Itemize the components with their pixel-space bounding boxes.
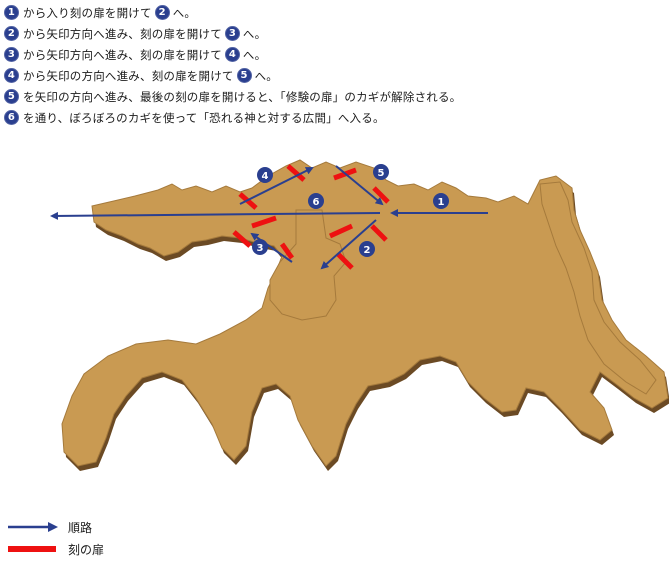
map-floor — [61, 159, 669, 467]
svg-text:5: 5 — [378, 168, 385, 179]
map-markers: 1 2 3 4 5 6 — [252, 164, 449, 257]
route-arrow-2 — [320, 219, 377, 270]
step-number-badge: 2 — [4, 26, 19, 41]
svg-text:6: 6 — [313, 197, 320, 208]
map-marker-1: 1 — [433, 193, 449, 209]
map-marker-3: 3 — [252, 239, 268, 255]
route-steps: 1 から入り刻の扉を開けて 2 へ。 2 から矢印方向へ進み、刻の扉を開けて 3… — [4, 2, 461, 128]
map-marker-5: 5 — [373, 164, 389, 180]
step-number-badge: 4 — [224, 47, 240, 62]
step-text: へ。 — [254, 68, 279, 83]
step-text: から矢印の方向へ進み、刻の扉を開けて — [23, 68, 234, 83]
step-1: 1 から入り刻の扉を開けて 2 へ。 — [4, 2, 461, 23]
door — [336, 252, 354, 270]
door — [279, 242, 295, 260]
step-number-badge: 5 — [236, 68, 252, 83]
route-arrow-6 — [50, 211, 381, 220]
route-arrow-icon — [8, 522, 58, 532]
door — [286, 164, 306, 182]
step-number-badge: 4 — [4, 68, 19, 83]
step-text: から入り刻の扉を開けて — [23, 5, 152, 20]
route-arrow-3 — [250, 232, 293, 263]
step-number-badge: 1 — [4, 5, 19, 20]
step-5: 5 を矢印の方向へ進み、最後の刻の扉を開けると、「修験の扉」のカギが解除される。 — [4, 86, 461, 107]
legend-route: 順路 — [6, 516, 104, 538]
door — [370, 224, 388, 242]
step-text: から矢印方向へ進み、刻の扉を開けて — [23, 47, 222, 62]
step-text: へ。 — [242, 47, 267, 62]
step-number-badge: 6 — [4, 110, 19, 125]
door — [328, 223, 354, 239]
map-legend: 順路 刻の扉 — [6, 516, 104, 560]
step-text: へ。 — [242, 26, 267, 41]
door — [251, 215, 277, 229]
step-text: から矢印方向へ進み、刻の扉を開けて — [23, 26, 222, 41]
route-arrow-4 — [239, 167, 314, 205]
step-text: を通り、ぼろぼろのカギを使って「恐れる神と対する広間」へ入る。 — [23, 110, 385, 125]
step-number-badge: 3 — [224, 26, 240, 41]
route-arrows — [50, 165, 488, 270]
map-marker-6: 6 — [308, 193, 324, 209]
svg-text:4: 4 — [262, 171, 269, 182]
door — [372, 186, 390, 204]
step-number-badge: 2 — [154, 5, 170, 20]
door-swatch-icon — [8, 546, 56, 552]
step-3: 3 から矢印方向へ進み、刻の扉を開けて 4 へ。 — [4, 44, 461, 65]
step-number-badge: 5 — [4, 89, 19, 104]
step-number-badge: 3 — [4, 47, 19, 62]
step-text: へ。 — [172, 5, 197, 20]
step-6: 6 を通り、ぼろぼろのカギを使って「恐れる神と対する広間」へ入る。 — [4, 107, 461, 128]
route-arrow-5 — [335, 165, 384, 206]
legend-route-label: 順路 — [68, 520, 93, 535]
svg-text:3: 3 — [257, 243, 264, 254]
legend-door-label: 刻の扉 — [68, 542, 105, 557]
step-text: を矢印の方向へ進み、最後の刻の扉を開けると、「修験の扉」のカギが解除される。 — [23, 89, 462, 104]
map-marker-2: 2 — [359, 241, 375, 257]
map-marker-4: 4 — [257, 167, 273, 183]
door — [232, 230, 252, 248]
legend-door: 刻の扉 — [6, 538, 104, 560]
svg-text:2: 2 — [364, 245, 371, 256]
step-4: 4 から矢印の方向へ進み、刻の扉を開けて 5 へ。 — [4, 65, 461, 86]
svg-text:1: 1 — [438, 197, 445, 208]
step-2: 2 から矢印方向へ進み、刻の扉を開けて 3 へ。 — [4, 23, 461, 44]
